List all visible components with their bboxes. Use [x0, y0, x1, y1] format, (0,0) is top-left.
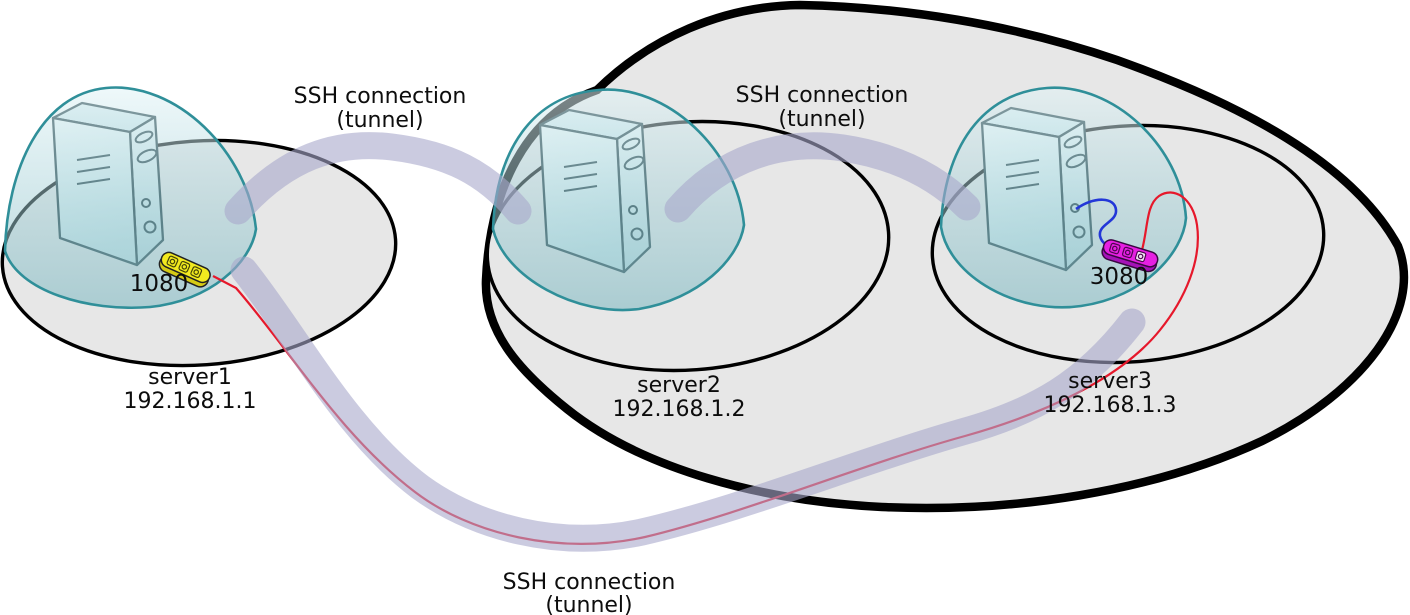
- server1-ip-label: 192.168.1.1: [124, 389, 257, 414]
- port-1080-label: 1080: [130, 271, 189, 297]
- server2-ip-label: 192.168.1.2: [613, 397, 746, 422]
- server2-dome: [491, 88, 746, 312]
- tunnel3-label-line1: SSH connection: [503, 570, 676, 595]
- tunnel2-label-line2: (tunnel): [778, 107, 865, 132]
- tunnel-server2-server3: [664, 132, 981, 223]
- tunnel-server1-server3: [230, 256, 1146, 552]
- tunnel1-label-line1: SSH connection: [294, 84, 467, 109]
- server2-name-label: server2: [637, 373, 721, 398]
- port-3080-label: 3080: [1090, 264, 1149, 290]
- tunnel-server1-server2: [224, 132, 532, 225]
- server3-ip-label: 192.168.1.3: [1044, 393, 1177, 418]
- tunnel1-label-line2: (tunnel): [336, 108, 423, 133]
- server1-name-label: server1: [148, 365, 232, 390]
- tunnel3-label-line2: (tunnel): [545, 593, 632, 615]
- port-device-1080: [158, 251, 211, 288]
- port-device-3080: [1101, 239, 1159, 273]
- server3-name-label: server3: [1068, 369, 1152, 394]
- tunnel2-label-line1: SSH connection: [736, 83, 909, 108]
